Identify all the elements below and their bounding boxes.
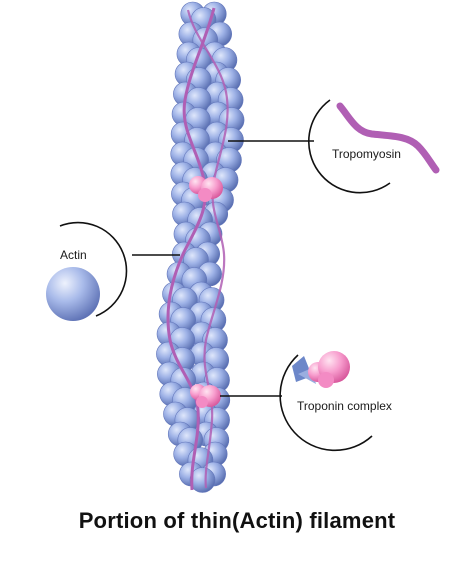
actin-label: Actin bbox=[60, 248, 87, 262]
troponin-complex-icon bbox=[292, 351, 350, 388]
troponin-complex-lower bbox=[190, 384, 221, 408]
troponin-label: Troponin complex bbox=[297, 399, 392, 413]
actin-filament bbox=[156, 1, 245, 493]
actin-bead bbox=[189, 467, 216, 493]
troponin-complex-upper bbox=[189, 176, 223, 202]
tropomyosin-strand-front bbox=[166, 7, 216, 491]
tropomyosin-strand-back bbox=[186, 9, 229, 489]
troponin-callout: Troponin complex bbox=[220, 351, 392, 452]
tropomyosin-callout-arc bbox=[307, 99, 391, 194]
tropomyosin-label: Tropomyosin bbox=[332, 147, 401, 161]
actin-callout-arc bbox=[59, 221, 128, 317]
actin-monomer-icon bbox=[46, 267, 100, 321]
tropomyosin-callout: Tropomyosin bbox=[228, 99, 440, 194]
actin-callout: Actin bbox=[46, 221, 180, 321]
tropomyosin-strands bbox=[166, 7, 229, 491]
tropomyosin-icon bbox=[336, 102, 440, 174]
troponin-callout-arc bbox=[279, 354, 373, 452]
diagram-caption: Portion of thin(Actin) filament bbox=[78, 508, 396, 533]
